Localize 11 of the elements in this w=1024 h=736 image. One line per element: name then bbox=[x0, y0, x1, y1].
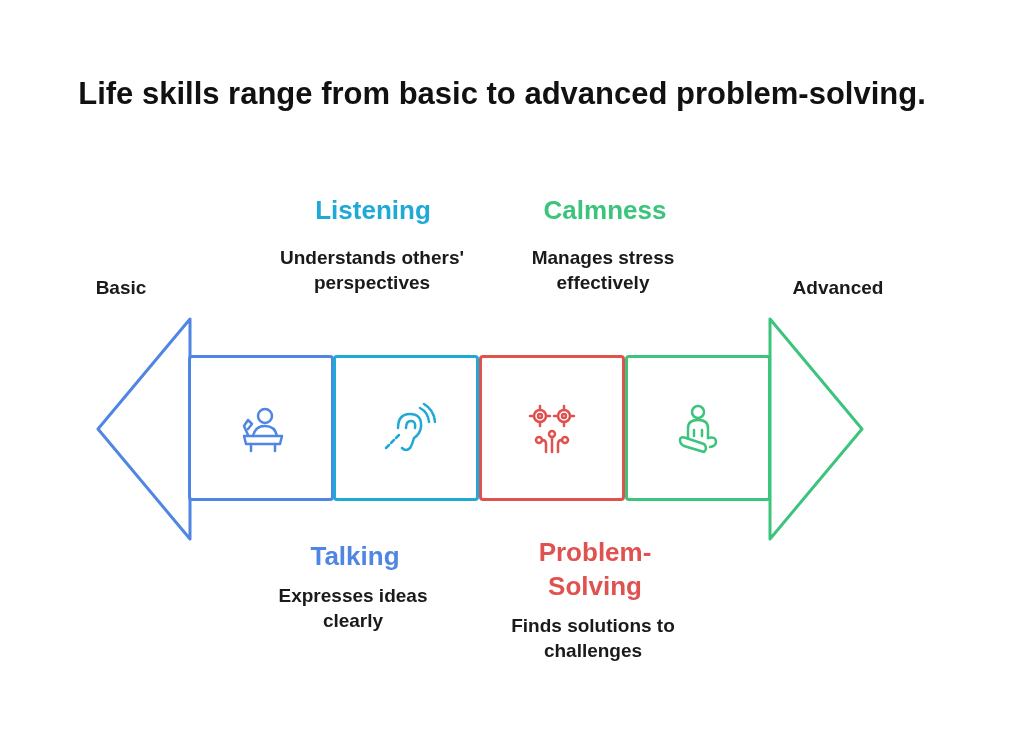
skill-description: Expresses ideas clearly bbox=[277, 584, 429, 633]
skill-heading: Calmness bbox=[542, 194, 668, 227]
skill-heading: Listening bbox=[314, 194, 432, 227]
skill-description: Finds solutions to challenges bbox=[510, 614, 676, 663]
scale-label: Advanced bbox=[791, 276, 885, 300]
skill-heading: Talking bbox=[309, 540, 401, 573]
skill-description: Understands others' perspectives bbox=[279, 246, 465, 295]
title: Life skills range from basic to advanced problem-solving. bbox=[77, 75, 927, 113]
skill-heading: Problem-Solving bbox=[537, 536, 653, 603]
skill-description: Manages stress effectively bbox=[530, 246, 676, 295]
scale-label: Basic bbox=[94, 276, 148, 300]
